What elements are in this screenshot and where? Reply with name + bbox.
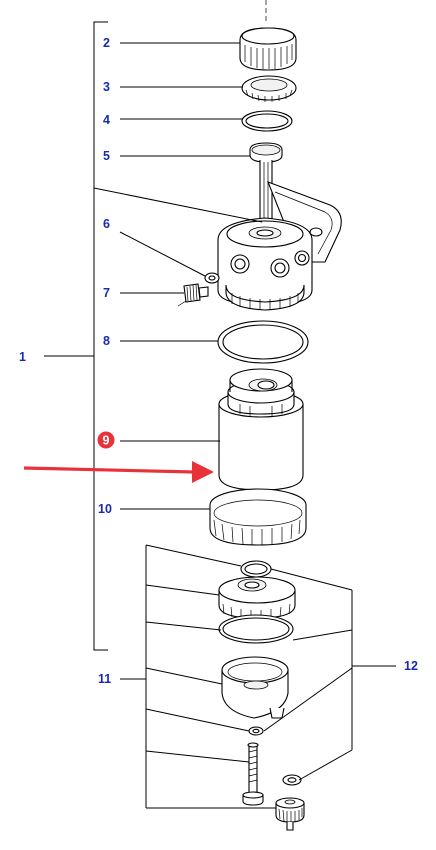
- part-11-bowl: [221, 656, 289, 719]
- callout-6: 6: [103, 217, 110, 231]
- part-small-oring: [240, 560, 272, 578]
- part-bowl-adapter: [218, 576, 296, 620]
- callout-7: 7: [103, 286, 110, 300]
- part-9-filter-cartridge: [218, 368, 304, 491]
- part-5-stem: [249, 142, 283, 226]
- part-6-washer: [204, 272, 220, 284]
- callout-4: 4: [103, 113, 110, 127]
- callout-8: 8: [103, 334, 110, 348]
- part-7-screw: [177, 283, 209, 307]
- callout-2: 2: [103, 36, 110, 50]
- callout-9-badge: [97, 431, 115, 449]
- part-8-gasket: [217, 320, 309, 364]
- part-bowl-seal: [218, 614, 294, 644]
- callout-1: 1: [19, 350, 26, 364]
- leader-lines: [44, 21, 396, 809]
- part-10-retaining-ring: [209, 488, 307, 546]
- callout-12: 12: [404, 659, 418, 673]
- part-drain-washer: [282, 774, 302, 786]
- part-2-cap: [239, 27, 297, 71]
- part-4-oring: [241, 110, 293, 132]
- highlight-arrow: [23, 461, 214, 483]
- filter-head-housing: [217, 181, 342, 311]
- callout-9: 9: [103, 434, 110, 448]
- part-drain-bolt: [242, 742, 264, 806]
- part-3-ring: [241, 75, 297, 102]
- part-bowl-washer: [248, 726, 264, 736]
- callout-5: 5: [103, 149, 110, 163]
- callout-10: 10: [98, 502, 112, 516]
- callout-3: 3: [103, 80, 110, 94]
- part-drain-plug: [275, 797, 305, 831]
- callout-11: 11: [98, 672, 111, 686]
